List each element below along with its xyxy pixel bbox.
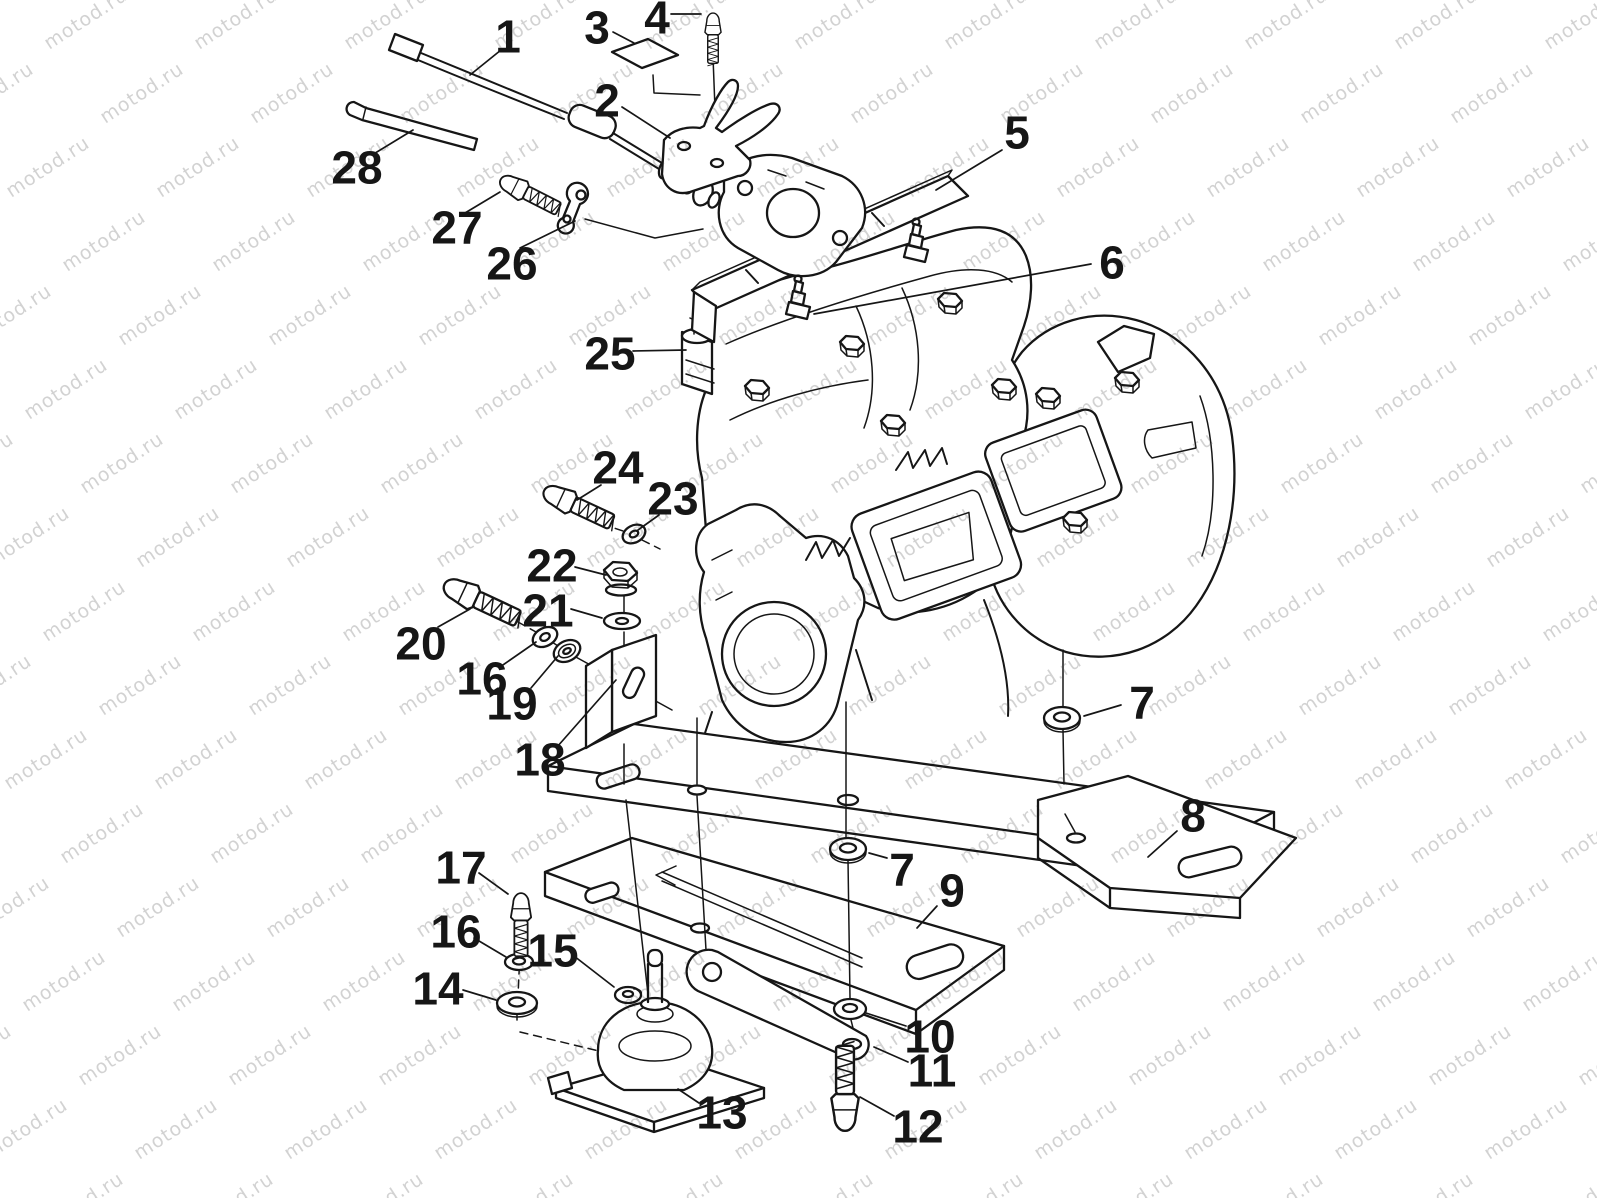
bolt-12 (830, 1040, 860, 1133)
reed-block-rear (983, 408, 1123, 533)
leader-line-28 (371, 129, 414, 156)
callout-7: 7 (1129, 677, 1155, 729)
engine-assembly (680, 153, 1236, 749)
leader-line-8 (1147, 830, 1178, 858)
construction-line (1064, 813, 1076, 833)
washer-10 (832, 997, 868, 1021)
leader-line-7 (868, 852, 888, 859)
leader-line-17 (478, 872, 509, 895)
callout-1: 1 (495, 11, 521, 63)
leader-line-9 (916, 905, 938, 929)
callout-13: 13 (696, 1087, 747, 1139)
leader-line-7 (1083, 704, 1122, 717)
bolt-20 (437, 571, 529, 634)
cable-bracket (660, 78, 781, 195)
leader-line-19 (530, 655, 559, 689)
callout-3: 3 (584, 2, 610, 54)
construction-line (1062, 729, 1065, 785)
washer-23 (621, 523, 647, 545)
leader-line-3 (612, 31, 635, 44)
callout-2: 2 (594, 75, 620, 127)
callout-12: 12 (892, 1101, 943, 1153)
leader-line-14 (462, 989, 497, 1001)
leader-line-6 (813, 263, 1092, 315)
construction-line (584, 218, 704, 239)
support-strap (685, 948, 870, 1061)
washer-21 (602, 611, 642, 631)
bolt-4 (704, 12, 722, 67)
callout-10: 10 (904, 1011, 955, 1063)
rubber-mount (546, 948, 766, 1134)
rod (345, 100, 479, 152)
leader-lines (371, 13, 1178, 1117)
leader-line-16 (473, 937, 507, 958)
construction-line (517, 621, 537, 633)
construction-line (696, 795, 707, 951)
leader-line-27 (464, 191, 501, 214)
gasket-teeth (895, 447, 948, 471)
callout-9: 9 (939, 865, 965, 917)
leader-line-21 (570, 608, 603, 619)
callout-19: 19 (486, 678, 537, 730)
construction-line (641, 539, 661, 550)
washer-7b (828, 836, 868, 864)
construction-line (847, 859, 851, 999)
leader-line-11 (873, 1046, 909, 1063)
callout-11: 11 (908, 1045, 957, 1097)
leader-line-15 (573, 955, 615, 988)
leader-line-10 (865, 1012, 907, 1027)
flange-nut (602, 560, 639, 597)
callout-16: 16 (456, 653, 507, 705)
leader-line-24 (576, 484, 602, 501)
bolt-27 (494, 169, 567, 221)
callout-23: 23 (647, 473, 698, 525)
lever (556, 181, 590, 235)
callout-22: 22 (526, 540, 577, 592)
angle-bracket (584, 633, 658, 750)
leader-line-1 (469, 49, 502, 76)
callout-27: 27 (431, 202, 482, 254)
washer-15 (613, 985, 643, 1005)
mounting-plates (543, 722, 1298, 1036)
callout-5: 5 (1004, 107, 1030, 159)
callout-14: 14 (412, 963, 464, 1015)
washer-16a (531, 625, 559, 649)
leader-line-23 (637, 514, 660, 531)
washer-7a (1042, 705, 1082, 733)
leader-line-13 (677, 1088, 700, 1104)
callout-6: 6 (1099, 237, 1125, 289)
leader-line-20 (437, 608, 471, 628)
callout-28: 28 (331, 142, 382, 194)
callout-8: 8 (1180, 790, 1206, 842)
callout-4: 4 (644, 0, 670, 44)
callout-21: 21 (522, 585, 573, 637)
loose-parts (345, 12, 1082, 1134)
leader-line-16 (499, 641, 537, 668)
leader-line-26 (519, 220, 576, 249)
construction-line (625, 799, 649, 995)
reed-block-front (850, 470, 1023, 621)
washer-14 (495, 990, 539, 1018)
leader-line-5 (935, 149, 1003, 191)
callout-26: 26 (486, 238, 537, 290)
decal-plate (610, 37, 680, 70)
leader-line-12 (859, 1096, 895, 1117)
construction-line (652, 74, 701, 96)
callout-17: 17 (435, 842, 486, 894)
washer-19 (552, 638, 582, 664)
callout-16: 16 (430, 906, 481, 958)
callout-15: 15 (527, 925, 578, 977)
leader-line-25 (632, 349, 687, 352)
leader-line-2 (621, 106, 671, 139)
callout-24: 24 (592, 442, 644, 494)
leader-line-22 (574, 566, 607, 576)
callout-18: 18 (514, 734, 565, 786)
leader-line-18 (556, 679, 617, 748)
callout-20: 20 (395, 618, 446, 670)
callout-7: 7 (889, 844, 915, 896)
callout-25: 25 (584, 328, 635, 380)
